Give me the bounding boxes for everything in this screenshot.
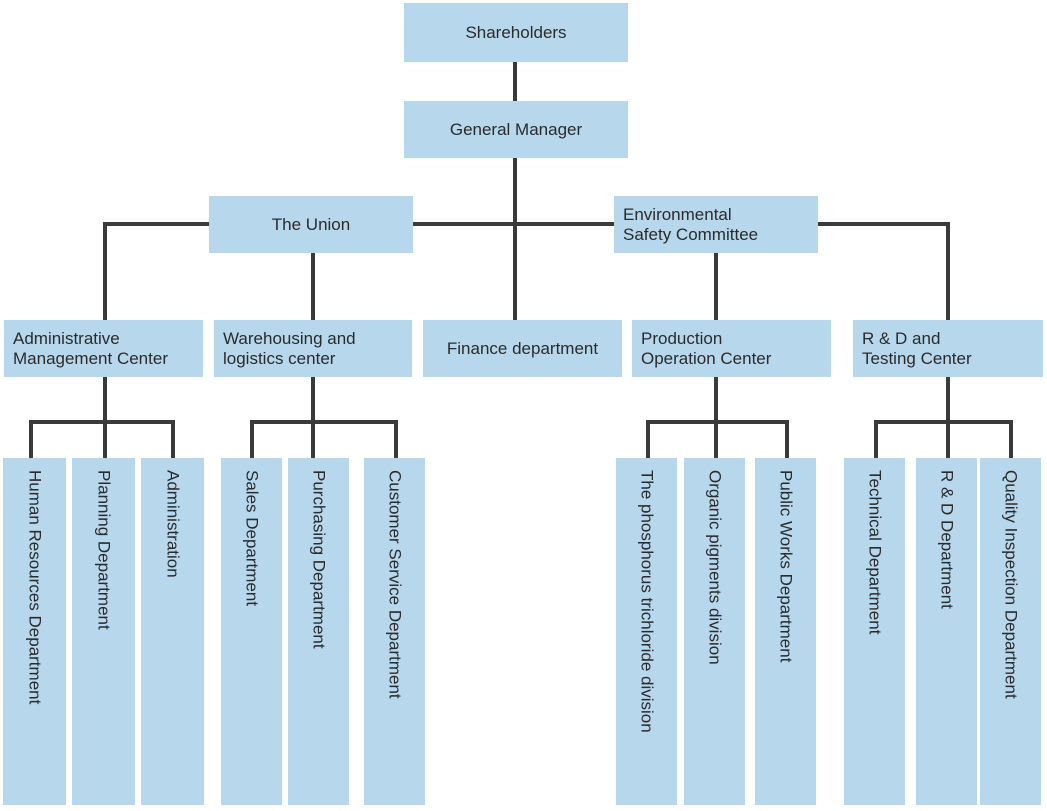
connector-bus-to-finance-department: [513, 222, 517, 322]
node-shareholders[interactable]: Shareholders: [404, 3, 628, 62]
node-label: Public Works Department: [776, 470, 796, 663]
connector-production-child-1: [646, 420, 650, 458]
connector-admin-child-1: [29, 420, 33, 458]
connector-rd-stem: [946, 377, 950, 422]
connector-rd-child-2: [946, 420, 950, 458]
node-label: Planning Department: [94, 470, 114, 630]
connector-warehousing-child-1: [250, 420, 254, 458]
connector-production-child-2: [714, 420, 718, 458]
node-general-manager[interactable]: General Manager: [404, 101, 628, 158]
node-administration[interactable]: Administration: [141, 458, 204, 805]
node-label: Customer Service Department: [385, 470, 405, 699]
connector-rd-bus: [874, 420, 1013, 424]
connector-warehousing-child-2: [311, 420, 315, 458]
node-environmental-safety-committee[interactable]: Environmental Safety Committee: [614, 196, 818, 253]
connector-admin-child-2: [103, 420, 107, 458]
connector-shareholders-to-general-manager: [513, 62, 517, 102]
node-human-resources-department[interactable]: Human Resources Department: [3, 458, 66, 805]
node-label: Technical Department: [865, 470, 885, 635]
connector-production-child-3: [785, 420, 789, 458]
node-administrative-management-center[interactable]: Administrative Management Center: [4, 320, 203, 377]
node-organic-pigments-division[interactable]: Organic pigments division: [684, 458, 745, 805]
connector-rd-child-3: [1009, 420, 1013, 458]
connector-esc-to-production-operation-center: [714, 253, 718, 322]
node-rd-and-testing-center[interactable]: R & D and Testing Center: [853, 320, 1043, 377]
node-label: Organic pigments division: [705, 470, 725, 665]
node-customer-service-department[interactable]: Customer Service Department: [364, 458, 425, 805]
connector-bus-to-rd-testing-center: [946, 222, 950, 322]
node-label: Quality Inspection Department: [1001, 470, 1021, 699]
node-label: Administration: [163, 470, 183, 578]
node-planning-department[interactable]: Planning Department: [72, 458, 135, 805]
node-label: Purchasing Department: [309, 470, 329, 649]
connector-warehousing-child-3: [394, 420, 398, 458]
connector-bus-to-administrative-management-center: [103, 222, 107, 322]
connector-general-manager-trunk: [513, 158, 517, 226]
connector-admin-bus: [29, 420, 175, 424]
node-label: Human Resources Department: [25, 470, 45, 705]
node-phosphorus-trichloride-division[interactable]: The phosphorus trichloride division: [616, 458, 677, 805]
connector-warehousing-stem: [311, 377, 315, 422]
node-label: R & D Department: [937, 470, 957, 609]
node-label: The phosphorus trichloride division: [637, 470, 657, 733]
node-warehousing-and-logistics-center[interactable]: Warehousing and logistics center: [214, 320, 412, 377]
node-purchasing-department[interactable]: Purchasing Department: [288, 458, 349, 805]
node-finance-department[interactable]: Finance department: [423, 320, 622, 377]
node-public-works-department[interactable]: Public Works Department: [755, 458, 816, 805]
node-sales-department[interactable]: Sales Department: [221, 458, 282, 805]
node-quality-inspection-department[interactable]: Quality Inspection Department: [980, 458, 1041, 805]
connector-main-horizontal-bus: [105, 222, 950, 226]
node-the-union[interactable]: The Union: [209, 196, 413, 253]
connector-warehousing-bus: [250, 420, 398, 424]
connector-admin-stem: [103, 377, 107, 422]
connector-rd-child-1: [874, 420, 878, 458]
node-production-operation-center[interactable]: Production Operation Center: [632, 320, 831, 377]
node-label: Sales Department: [242, 470, 262, 607]
node-rd-department[interactable]: R & D Department: [916, 458, 977, 805]
node-technical-department[interactable]: Technical Department: [844, 458, 905, 805]
connector-admin-child-3: [171, 420, 175, 458]
connector-union-to-warehousing-center: [311, 253, 315, 322]
connector-production-stem: [714, 377, 718, 422]
